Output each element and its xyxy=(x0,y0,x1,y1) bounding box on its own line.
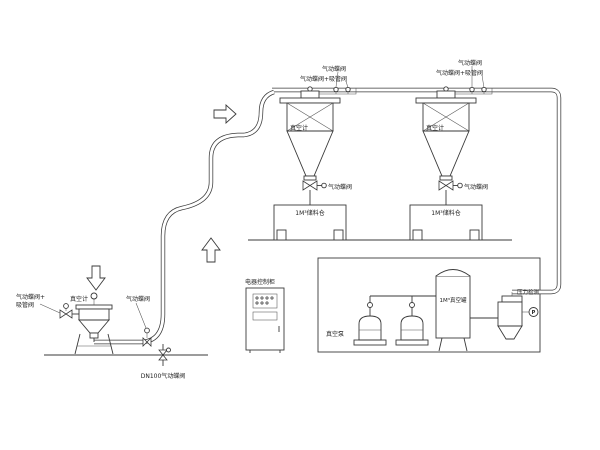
r1-vacuum-gauge-label: 真空计 xyxy=(290,124,308,132)
feeder-inlet-valve-label-2: 吸管阀 xyxy=(16,301,34,309)
r2-discharge-valve-label: 气动蝶阀 xyxy=(464,183,488,191)
pressure-detect-label: 压力检测 xyxy=(517,288,540,296)
vacuum-pump-label: 真空泵 xyxy=(326,330,344,338)
feeder-vacuum-gauge-icon xyxy=(90,292,98,300)
pressure-gauge-icon xyxy=(528,307,539,317)
control-cabinet xyxy=(245,287,285,353)
conveying-pipe xyxy=(94,89,275,345)
feeder-inlet-valve-label-1: 气动蝶阀+ xyxy=(16,293,45,301)
pressure-gauge-letter: P xyxy=(532,310,536,316)
vacuum-pump-2 xyxy=(395,296,429,346)
flow-arrows xyxy=(86,103,237,291)
pump-room-enclosure xyxy=(317,257,541,353)
vacuum-pump-1 xyxy=(353,296,387,346)
feeder-vacuum-gauge-label: 真空计 xyxy=(70,295,88,303)
feeder-outlet-valve-label: 气动蝶阀 xyxy=(126,295,150,303)
down-arrow xyxy=(86,265,106,291)
leader-lines xyxy=(39,66,485,329)
r2-vacuum-gauge-label: 真空计 xyxy=(426,124,444,132)
vacuum-tank xyxy=(435,269,471,352)
r1-top-valve-label: 气动蝶阀 xyxy=(322,65,346,73)
r2-inlet-valve-label: 气动蝶阀+吸管阀 xyxy=(436,69,483,77)
r2-bin-label: 1M³储料仓 xyxy=(431,209,460,217)
feeding-station xyxy=(59,292,152,355)
control-cabinet-label: 电器控制柜 xyxy=(245,278,275,286)
r1-inlet-valve-label: 气动蝶阀+吸管阀 xyxy=(300,75,347,83)
right-arrow xyxy=(213,103,237,125)
dn100-valve-label: DN100气动蝶阀 xyxy=(141,372,186,380)
filter-separator xyxy=(470,295,539,340)
feeder-inlet-valve-icon xyxy=(63,303,69,309)
r1-discharge-valve-label: 气动蝶阀 xyxy=(328,183,352,191)
feeder-outlet-valve-icon xyxy=(144,327,150,334)
dn100-valve xyxy=(158,344,171,366)
receiver-1 xyxy=(273,86,357,241)
receiver-2 xyxy=(409,86,493,241)
up-arrow xyxy=(201,237,221,263)
pump-station xyxy=(353,269,539,352)
vacuum-tank-label: 1M³真空罐 xyxy=(440,296,467,304)
labels: 气动蝶阀 气动蝶阀+吸管阀 真空计 气动蝶阀 1M³储料仓 气动蝶阀 气动蝶阀+… xyxy=(16,59,540,380)
r2-top-valve-label: 气动蝶阀 xyxy=(458,59,482,67)
r1-bin-label: 1M³储料仓 xyxy=(295,209,324,217)
